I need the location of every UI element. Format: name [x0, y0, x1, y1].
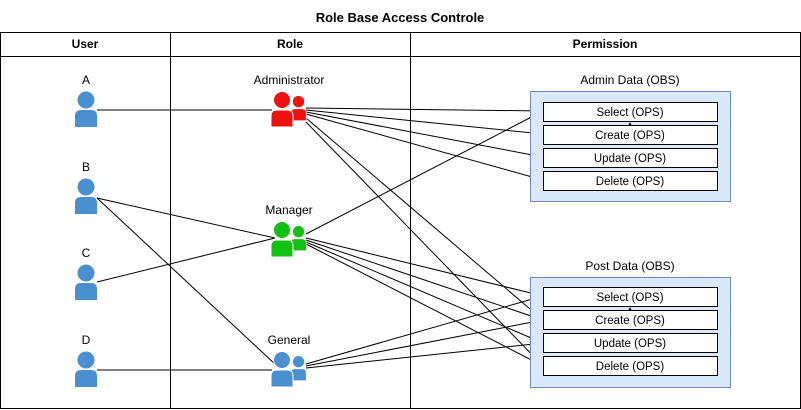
object-post-data-label: Post Data (OBS) — [585, 259, 674, 273]
operation-create[interactable]: Create (OPS) — [543, 125, 718, 145]
connector-admin-post-delete — [305, 121, 544, 367]
user-a-label: A — [82, 73, 90, 87]
role-general-label: General — [268, 333, 311, 347]
user-icon — [75, 91, 97, 127]
connector-general-post-create — [305, 319, 544, 367]
connector-manager-post-create — [305, 239, 544, 321]
arrow-up-icon — [628, 122, 632, 126]
user-icon — [75, 178, 97, 214]
role-general[interactable]: General — [268, 333, 311, 388]
object-post-data[interactable]: Post Data (OBS) Select (OPS) Create (OPS… — [530, 259, 731, 388]
connector-manager-post-select — [305, 237, 544, 297]
operation-delete[interactable]: Delete (OPS) — [543, 356, 718, 376]
operation-label: Select (OPS) — [596, 292, 663, 304]
operation-select[interactable]: Select (OPS) — [543, 102, 718, 122]
connector-admin-select — [305, 107, 544, 112]
operation-label: Create (OPS) — [595, 130, 665, 142]
users-group-icon — [270, 350, 307, 388]
connector-c-manager — [96, 237, 276, 283]
role-manager-label: Manager — [265, 203, 312, 217]
role-administrator-label: Administrator — [254, 73, 325, 87]
connector-admin-delete — [305, 113, 544, 181]
connector-admin-update — [305, 111, 544, 158]
column-header-role: Role — [277, 37, 303, 51]
user-b[interactable]: B — [75, 160, 97, 214]
user-icon — [75, 264, 97, 300]
user-a[interactable]: A — [75, 73, 97, 127]
connector-b-manager — [96, 197, 276, 239]
connector-admin-post-create — [305, 117, 544, 321]
column-header-user: User — [72, 37, 99, 51]
operation-delete[interactable]: Delete (OPS) — [543, 171, 718, 191]
operation-label: Select (OPS) — [596, 107, 663, 119]
operation-create[interactable]: Create (OPS) — [543, 310, 718, 330]
role-administrator[interactable]: Administrator — [254, 73, 325, 128]
user-b-label: B — [82, 160, 90, 174]
diagram-title: Role Base Access Controle — [316, 10, 485, 25]
user-c-label: C — [82, 246, 91, 260]
connector-manager-post-update — [305, 241, 544, 344]
operation-label: Create (OPS) — [595, 315, 665, 327]
connector-general-post-update — [305, 342, 544, 369]
operation-label: Update (OPS) — [594, 153, 666, 165]
object-admin-data[interactable]: Admin Data (OBS) Select (OPS) Create (OP… — [530, 73, 731, 202]
operation-label: Update (OPS) — [594, 338, 666, 350]
connector-b-general — [96, 197, 277, 366]
operation-label: Delete (OPS) — [596, 176, 665, 188]
user-icon — [75, 351, 97, 387]
operation-select[interactable]: Select (OPS) — [543, 287, 718, 307]
users-group-icon — [270, 220, 307, 258]
connector-manager-admin-select — [305, 110, 544, 235]
connector-lines — [96, 107, 544, 371]
connector-admin-create — [305, 109, 544, 135]
user-c[interactable]: C — [75, 246, 97, 300]
user-d[interactable]: D — [75, 333, 97, 387]
arrow-up-icon — [628, 307, 632, 311]
user-d-label: D — [82, 333, 91, 347]
operation-update[interactable]: Update (OPS) — [543, 333, 718, 353]
operation-update[interactable]: Update (OPS) — [543, 148, 718, 168]
connector-manager-post-delete — [305, 243, 544, 367]
role-manager[interactable]: Manager — [265, 203, 313, 258]
object-admin-data-label: Admin Data (OBS) — [580, 73, 679, 87]
users-group-icon — [270, 90, 307, 128]
connector-general-post-select — [305, 295, 544, 365]
column-header-permission: Permission — [573, 37, 638, 51]
operation-label: Delete (OPS) — [596, 361, 665, 373]
